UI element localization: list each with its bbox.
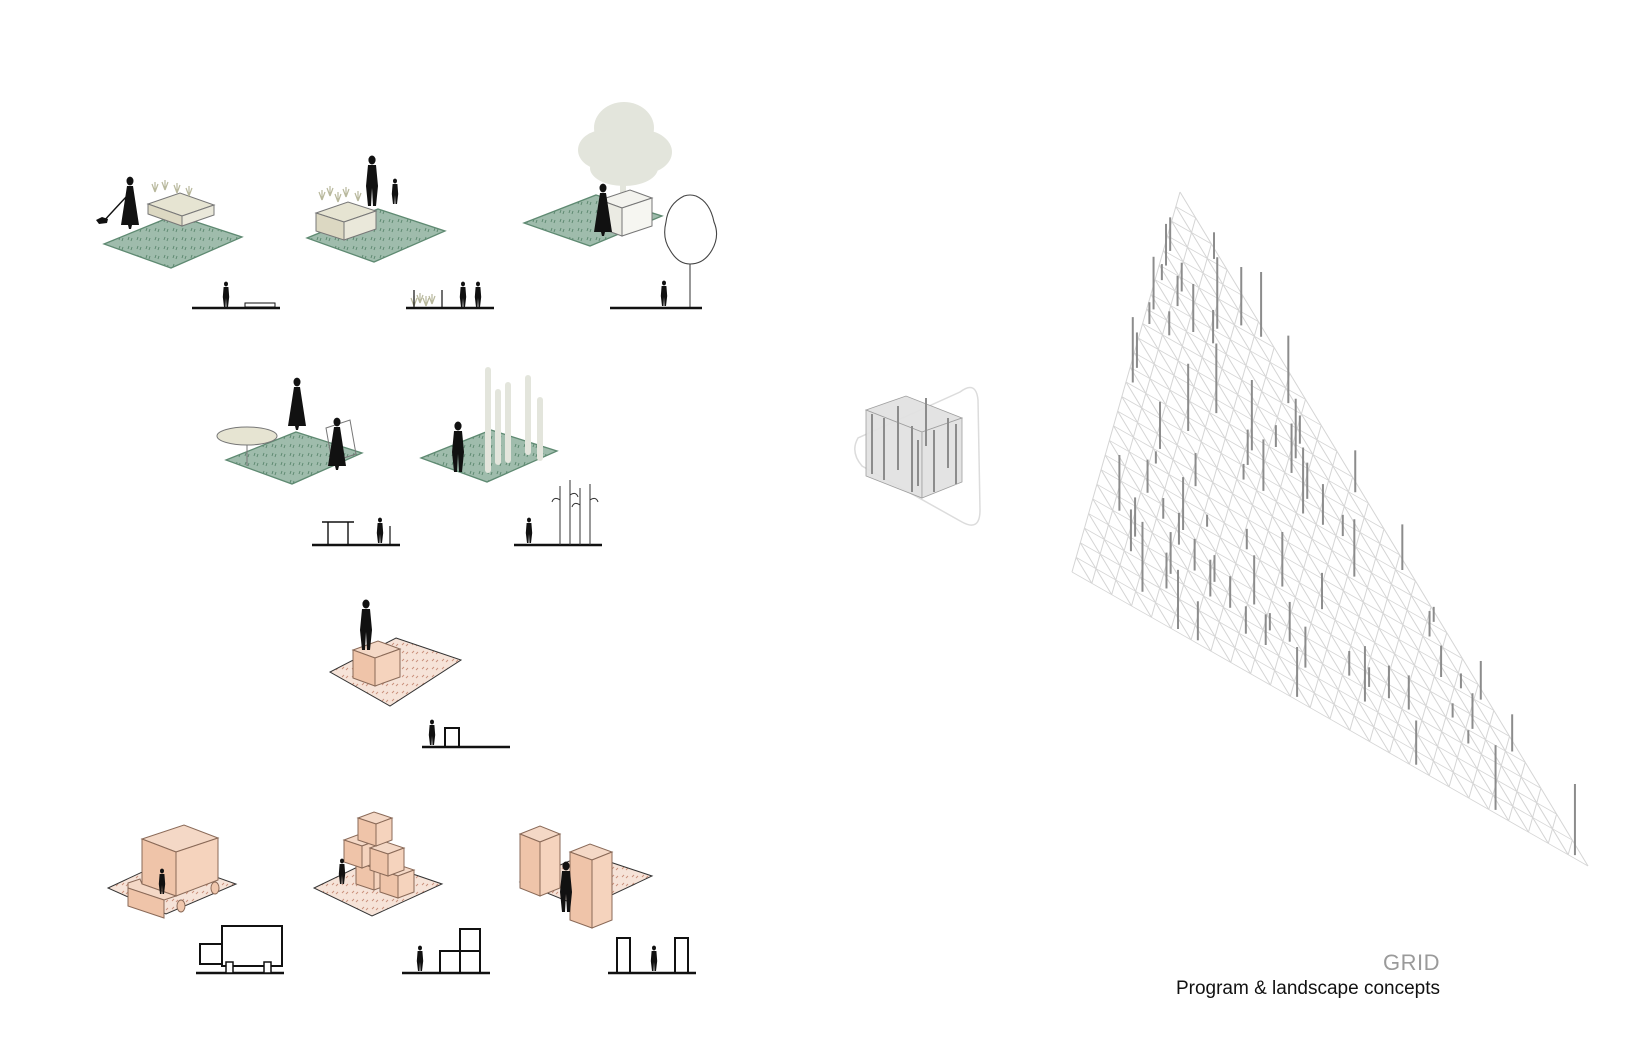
grid-line [1088,513,1526,763]
grid-line [1117,410,1416,582]
grid-line [1527,788,1542,833]
vignette-tree-bench [522,102,718,310]
grid-line [1171,220,1212,245]
vignette-truck [106,824,284,975]
grid-line [1158,264,1490,810]
grid-key-diagram [854,386,981,526]
grid-line [1113,425,1432,608]
grid-line [1154,279,1275,348]
vignette-stacked-boxes [312,811,490,975]
child-silhouette-icon [391,178,399,204]
grid-line [1117,410,1291,697]
grid-field [1071,191,1589,867]
grid-line [1175,206,1569,855]
vendor-silhouette-icon [360,599,372,650]
vignette-walk-dog-planter [96,176,280,310]
grid-line [1448,684,1479,787]
grid-line [1369,580,1416,742]
grid-line [1567,839,1573,855]
bamboo-icon [485,367,543,473]
vignette-family-reed-bench [305,155,494,310]
grid-line [1329,528,1385,720]
caption-title: GRID [1383,950,1440,975]
grid-line [1134,352,1353,478]
grid-line [1150,294,1450,788]
grid-line [1108,440,1252,675]
grid-line [1488,736,1511,810]
woman-silhouette-icon [288,377,306,430]
vignette-cafe-table [216,377,400,547]
grid-line [1084,527,1542,789]
grid-line [1129,367,1369,504]
vignette-bamboo-garden [419,367,602,547]
woman-silhouette-icon [121,176,139,229]
tree-outline-icon [664,194,718,308]
grid-line [1133,352,1371,742]
plant-outline-icon [551,480,599,545]
grid-line [1175,206,1196,219]
grid-line [1163,250,1243,297]
grid-line [1084,527,1132,607]
grid-line [1096,483,1495,711]
tree-icon [578,102,672,208]
grid-line [1138,337,1338,452]
adult-silhouette-icon [366,155,378,206]
grid-line [1121,396,1400,556]
grid-line [1150,293,1291,374]
vignette-tall-boxes [518,825,696,975]
grid-line [1109,440,1447,634]
grid-line [1092,498,1172,629]
grid-line [1250,425,1322,674]
grid-line [1170,321,1259,629]
grid-line [1146,308,1306,400]
grid-line [1142,323,1410,765]
grid-line [1075,557,1573,841]
grid-line [1075,557,1093,584]
vignette-kiosk [328,599,510,749]
grid-poles [1118,217,1576,856]
grid-line [1125,381,1385,530]
grid-line [1210,373,1291,652]
grid-line [1105,454,1463,659]
grid-line [1080,542,1557,815]
grid-line [1091,217,1197,584]
grid-line [1092,498,1510,737]
grid-line [1131,269,1228,607]
caption-subtitle: Program & landscape concepts [1175,978,1440,999]
grid-line [1142,323,1322,426]
grid-line [1071,571,1589,867]
